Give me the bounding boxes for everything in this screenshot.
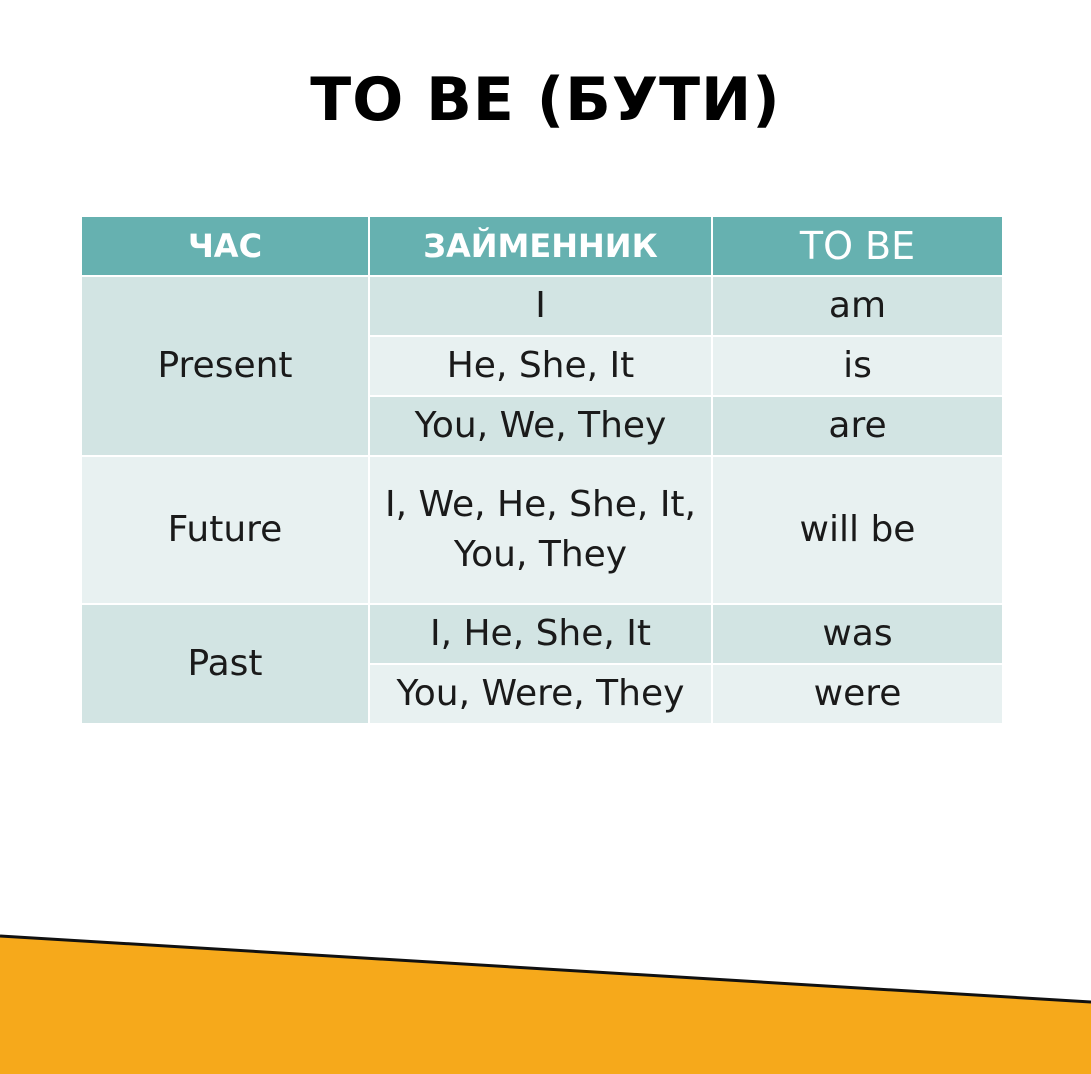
table-row: Past I, He, She, It was	[80, 603, 1004, 725]
table-row: You, Were, They were	[81, 663, 1004, 725]
form-cell: was	[711, 603, 1004, 665]
pronoun-cell: I	[368, 275, 713, 337]
form-cell: are	[711, 395, 1004, 457]
header-pronoun: ЗАЙМЕННИК	[368, 215, 713, 277]
banner-edge-line	[0, 934, 1091, 1004]
table-row: Present I am	[80, 275, 1004, 457]
form-cell: were	[711, 663, 1004, 725]
table-row: You, We, They are	[81, 395, 1004, 457]
form-cell: will be	[711, 455, 1004, 605]
table-header-row: ЧАС ЗАЙМЕННИК TO BE	[80, 215, 1004, 277]
orange-banner-shape	[0, 936, 1091, 1074]
table-row: Future I, We, He, She, It, You, They wil…	[80, 455, 1004, 605]
page-title: TO BE (БУТИ)	[310, 65, 781, 135]
pronoun-cell: You, We, They	[368, 395, 713, 457]
pronoun-cell: I, We, He, She, It, You, They	[368, 455, 713, 605]
pronoun-cell: He, She, It	[368, 335, 713, 397]
pronoun-cell: You, Were, They	[368, 663, 713, 725]
form-cell: am	[711, 275, 1004, 337]
pronoun-cell: I, He, She, It	[368, 603, 713, 665]
tense-cell-present: Present	[80, 275, 370, 457]
tense-cell-future: Future	[80, 455, 370, 605]
tense-cell-past: Past	[80, 603, 370, 725]
to-be-table: ЧАС ЗАЙМЕННИК TO BE Present I am He, She…	[80, 215, 1004, 725]
header-to-be: TO BE	[711, 215, 1004, 277]
header-tense: ЧАС	[80, 215, 370, 277]
table-row: He, She, It is	[81, 335, 1004, 397]
form-cell: is	[711, 335, 1004, 397]
